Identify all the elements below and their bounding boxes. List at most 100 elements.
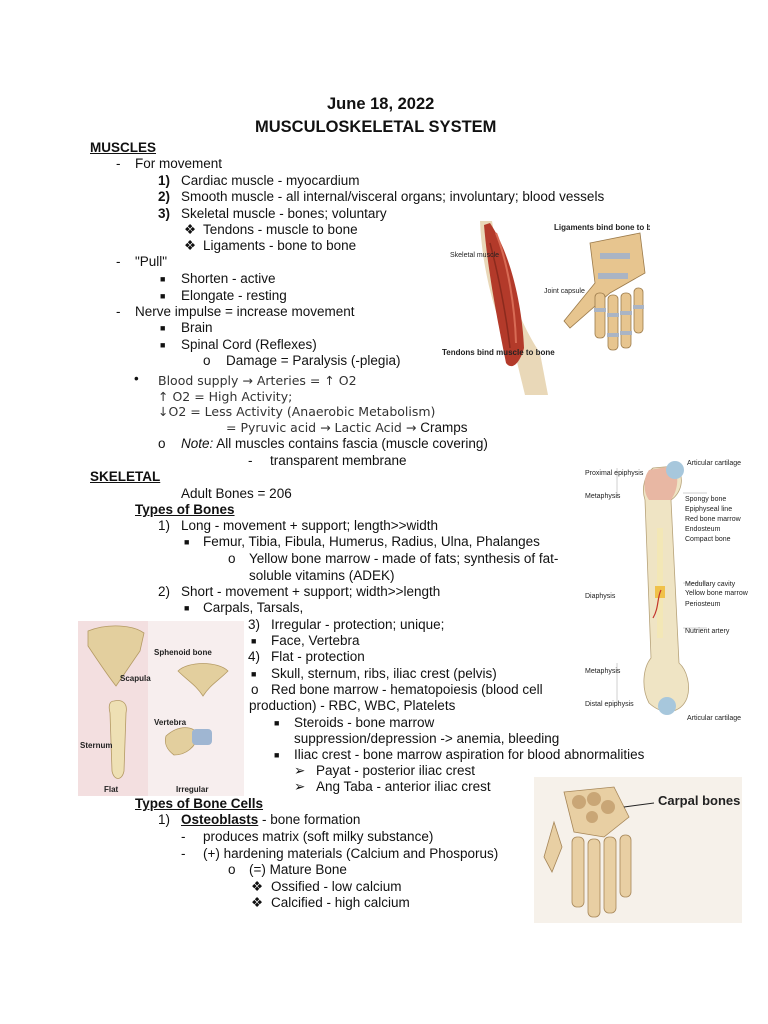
note-text: All muscles contains fascia (muscle cove… <box>213 436 488 451</box>
pull-line: "Pull" <box>135 254 168 269</box>
section-heading-muscles: MUSCLES <box>90 140 157 155</box>
bullet-dash: - <box>116 156 121 171</box>
square-bullet: ■ <box>274 718 280 728</box>
label-sphenoid: Sphenoid bone <box>154 648 212 657</box>
label-nutrient: Nutrient artery <box>685 628 730 635</box>
square-bullet: ■ <box>184 603 190 613</box>
list-number: 1) <box>158 812 171 827</box>
osteoblasts-line: Osteoblasts - bone formation <box>181 812 360 828</box>
list-number: 3) <box>248 617 261 632</box>
long-bone-list: Femur, Tibia, Fibula, Humerus, Radius, U… <box>203 534 540 549</box>
list-number: 4) <box>248 649 261 664</box>
circle-bullet: o <box>158 436 166 451</box>
bullet-dash: - <box>116 304 121 319</box>
label-irregular: Irregular <box>176 785 208 794</box>
label-red-marrow: Red bone marrow <box>685 516 742 523</box>
cardiac-line: Cardiac muscle - myocardium <box>181 173 360 188</box>
date-heading: June 18, 2022 <box>327 95 435 113</box>
circle-bullet: o <box>228 862 236 877</box>
circle-bullet: o <box>228 551 236 566</box>
irregular-bone-line: Irregular - protection; unique; <box>271 617 445 632</box>
brain-line: Brain <box>181 320 213 335</box>
label-diaphysis: Diaphysis <box>585 593 616 600</box>
figure-label-skeletal-muscle: Skeletal muscle <box>450 252 499 259</box>
note-label: Note: <box>181 436 214 451</box>
cramps-text: Cramps <box>420 420 468 435</box>
list-number: 2) <box>158 584 171 599</box>
square-bullet: ■ <box>251 669 257 679</box>
label-epiphyseal: Epiphyseal line <box>685 506 732 513</box>
bullet-dash: - <box>181 829 186 844</box>
ligaments-line: Ligaments - bone to bone <box>203 238 357 253</box>
label-spongy: Spongy bone <box>685 496 726 503</box>
page-title: MUSCULOSKELETAL SYSTEM <box>255 118 497 136</box>
label-compact: Compact bone <box>685 536 731 543</box>
smooth-line: Smooth muscle - all internal/visceral or… <box>181 189 605 204</box>
types-of-bones-heading: Types of Bones <box>135 502 235 517</box>
diamond-bullet: ❖ <box>251 895 264 910</box>
damage-line: Damage = Paralysis (-plegia) <box>226 353 401 368</box>
label-articular: Articular cartilage <box>687 460 741 467</box>
short-bone-line: Short - movement + support; width>>lengt… <box>181 584 441 599</box>
steroids-line: Steroids - bone marrow <box>294 715 435 730</box>
square-bullet: ■ <box>160 340 166 350</box>
square-bullet: ■ <box>160 291 166 301</box>
muscle-tendon-figure: Skeletal muscle Joint capsule Ligaments … <box>440 213 650 395</box>
yellow-marrow-line-2: soluble vitamins (ADEK) <box>249 568 395 583</box>
figure-label-ligaments: Ligaments bind bone to bone <box>554 223 650 232</box>
mature-line: (=) Mature Bone <box>249 862 347 877</box>
label-metaphysis-2: Metaphysis <box>585 668 621 675</box>
long-bone-line: Long - movement + support; length>>width <box>181 518 439 533</box>
section-heading-skeletal: SKELETAL <box>90 469 161 484</box>
short-bone-list: Carpals, Tarsals, <box>203 600 304 615</box>
label-periosteum: Periosteum <box>685 601 721 608</box>
label-vertebra: Vertebra <box>154 718 187 727</box>
dot-bullet: • <box>134 371 139 386</box>
list-number: 3) <box>158 206 171 221</box>
figure-label-tendons: Tendons bind muscle to bone <box>442 348 555 357</box>
arrow-bullet: ➢ <box>294 763 306 778</box>
diamond-bullet: ❖ <box>184 238 197 253</box>
pyruvic-line: = Pyruvic acid → Lactic Acid → Cramps <box>226 419 468 437</box>
red-marrow-line-2: production) - RBC, WBC, Platelets <box>249 698 456 713</box>
iliac-crest-line: Iliac crest - bone marrow aspiration for… <box>294 747 645 762</box>
angtaba-line: Ang Taba - anterior iliac crest <box>316 779 491 794</box>
diamond-bullet: ❖ <box>184 222 197 237</box>
label-endosteum: Endosteum <box>685 526 721 533</box>
payat-line: Payat - posterior iliac crest <box>316 763 476 778</box>
elongate-line: Elongate - resting <box>181 288 287 303</box>
label-flat: Flat <box>104 785 119 794</box>
bullet-dash: - <box>181 846 186 861</box>
label-metaphysis: Metaphysis <box>585 493 621 500</box>
yellow-marrow-line: Yellow bone marrow - made of fats; synth… <box>249 551 559 566</box>
movement-line: For movement <box>135 156 223 171</box>
arrow-bullet: ➢ <box>294 779 306 794</box>
circle-bullet: o <box>203 353 211 368</box>
list-number: 1) <box>158 518 171 533</box>
irregular-bone-list: Face, Vertebra <box>271 633 360 648</box>
transparent-line: transparent membrane <box>270 453 407 468</box>
square-bullet: ■ <box>160 274 166 284</box>
high-activity-line: ↑ O2 = High Activity; <box>158 389 293 404</box>
steroids-line-2: suppression/depression -> anemia, bleedi… <box>294 731 560 746</box>
blood-supply-line: Blood supply → Arteries = ↑ O2 <box>158 373 357 388</box>
hardening-line: (+) hardening materials (Calcium and Pho… <box>203 846 499 861</box>
skeletal-line: Skeletal muscle - bones; voluntary <box>181 206 387 221</box>
square-bullet: ■ <box>251 636 257 646</box>
bone-types-figure: Scapula Sphenoid bone Sternum Vertebra F… <box>78 621 244 796</box>
flat-bone-list: Skull, sternum, ribs, iliac crest (pelvi… <box>271 666 497 681</box>
tendons-line: Tendons - muscle to bone <box>203 222 358 237</box>
spinal-line: Spinal Cord (Reflexes) <box>181 337 317 352</box>
flat-bone-line: Flat - protection <box>271 649 365 664</box>
label-sternum: Sternum <box>80 741 112 750</box>
shorten-line: Shorten - active <box>181 271 276 286</box>
list-number: 1) <box>158 173 171 188</box>
label-proximal: Proximal epiphysis <box>585 470 644 477</box>
label-distal: Distal epiphysis <box>585 701 634 708</box>
red-marrow-line: Red bone marrow - hematopoiesis (blood c… <box>271 682 543 697</box>
label-medullary: Medullary cavity <box>685 581 736 588</box>
circle-bullet: o <box>251 682 259 697</box>
bone-cells-heading: Types of Bone Cells <box>135 796 264 811</box>
pyruvic-text: = Pyruvic acid → Lactic Acid → <box>226 420 421 435</box>
diamond-bullet: ❖ <box>251 879 264 894</box>
